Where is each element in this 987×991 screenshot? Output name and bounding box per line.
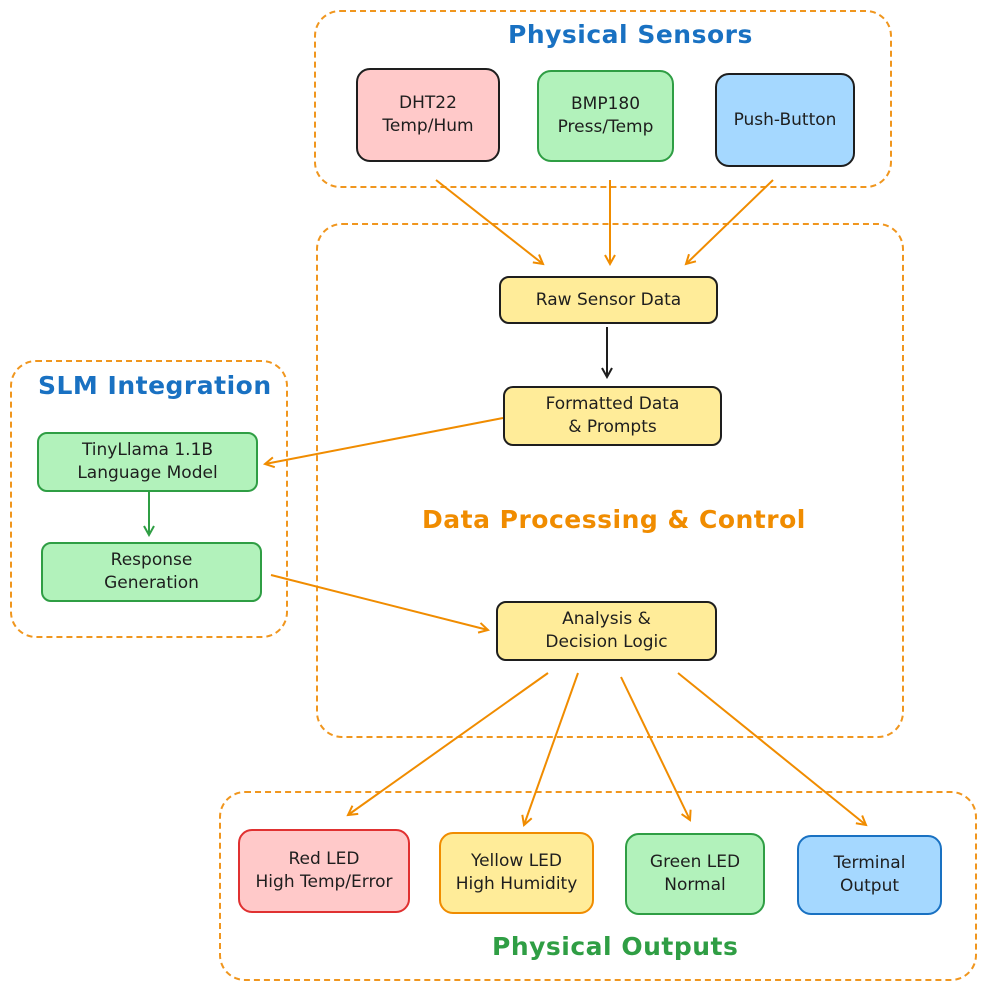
node-red-led: Red LED High Temp/Error (238, 829, 410, 913)
node-analysis-decision-label: Analysis & Decision Logic (545, 609, 668, 652)
node-green-led-label: Green LED Normal (649, 852, 741, 895)
node-response-generation: Response Generation (41, 542, 262, 602)
node-yellow-led: Yellow LED High Humidity (439, 832, 594, 914)
node-bmp180: BMP180 Press/Temp (537, 70, 674, 162)
node-dht22: DHT22 Temp/Hum (356, 68, 500, 162)
node-formatted-data: Formatted Data & Prompts (503, 386, 722, 446)
group-title-slm-integration: SLM Integration (38, 371, 272, 400)
node-push-button: Push-Button (715, 73, 855, 167)
group-title-physical-sensors: Physical Sensors (508, 20, 753, 49)
node-yellow-led-label: Yellow LED High Humidity (455, 851, 578, 894)
node-raw-sensor-data-label: Raw Sensor Data (535, 289, 682, 310)
node-analysis-decision: Analysis & Decision Logic (496, 601, 717, 661)
node-tinyllama: TinyLlama 1.1B Language Model (37, 432, 258, 492)
node-formatted-data-label: Formatted Data & Prompts (545, 394, 680, 437)
node-red-led-label: Red LED High Temp/Error (255, 849, 393, 892)
group-title-physical-outputs: Physical Outputs (492, 932, 739, 961)
node-bmp180-label: BMP180 Press/Temp (557, 94, 654, 137)
node-terminal-output: Terminal Output (797, 835, 942, 915)
group-physical-sensors (314, 10, 892, 188)
group-physical-outputs (219, 791, 977, 981)
node-dht22-label: DHT22 Temp/Hum (382, 93, 474, 136)
node-tinyllama-label: TinyLlama 1.1B Language Model (77, 440, 218, 483)
node-push-button-label: Push-Button (733, 109, 837, 130)
node-terminal-output-label: Terminal Output (833, 853, 906, 896)
group-slm-integration (10, 360, 288, 638)
node-green-led: Green LED Normal (625, 833, 765, 915)
node-response-generation-label: Response Generation (104, 550, 199, 593)
group-title-data-processing: Data Processing & Control (422, 505, 806, 534)
node-raw-sensor-data: Raw Sensor Data (499, 276, 718, 324)
